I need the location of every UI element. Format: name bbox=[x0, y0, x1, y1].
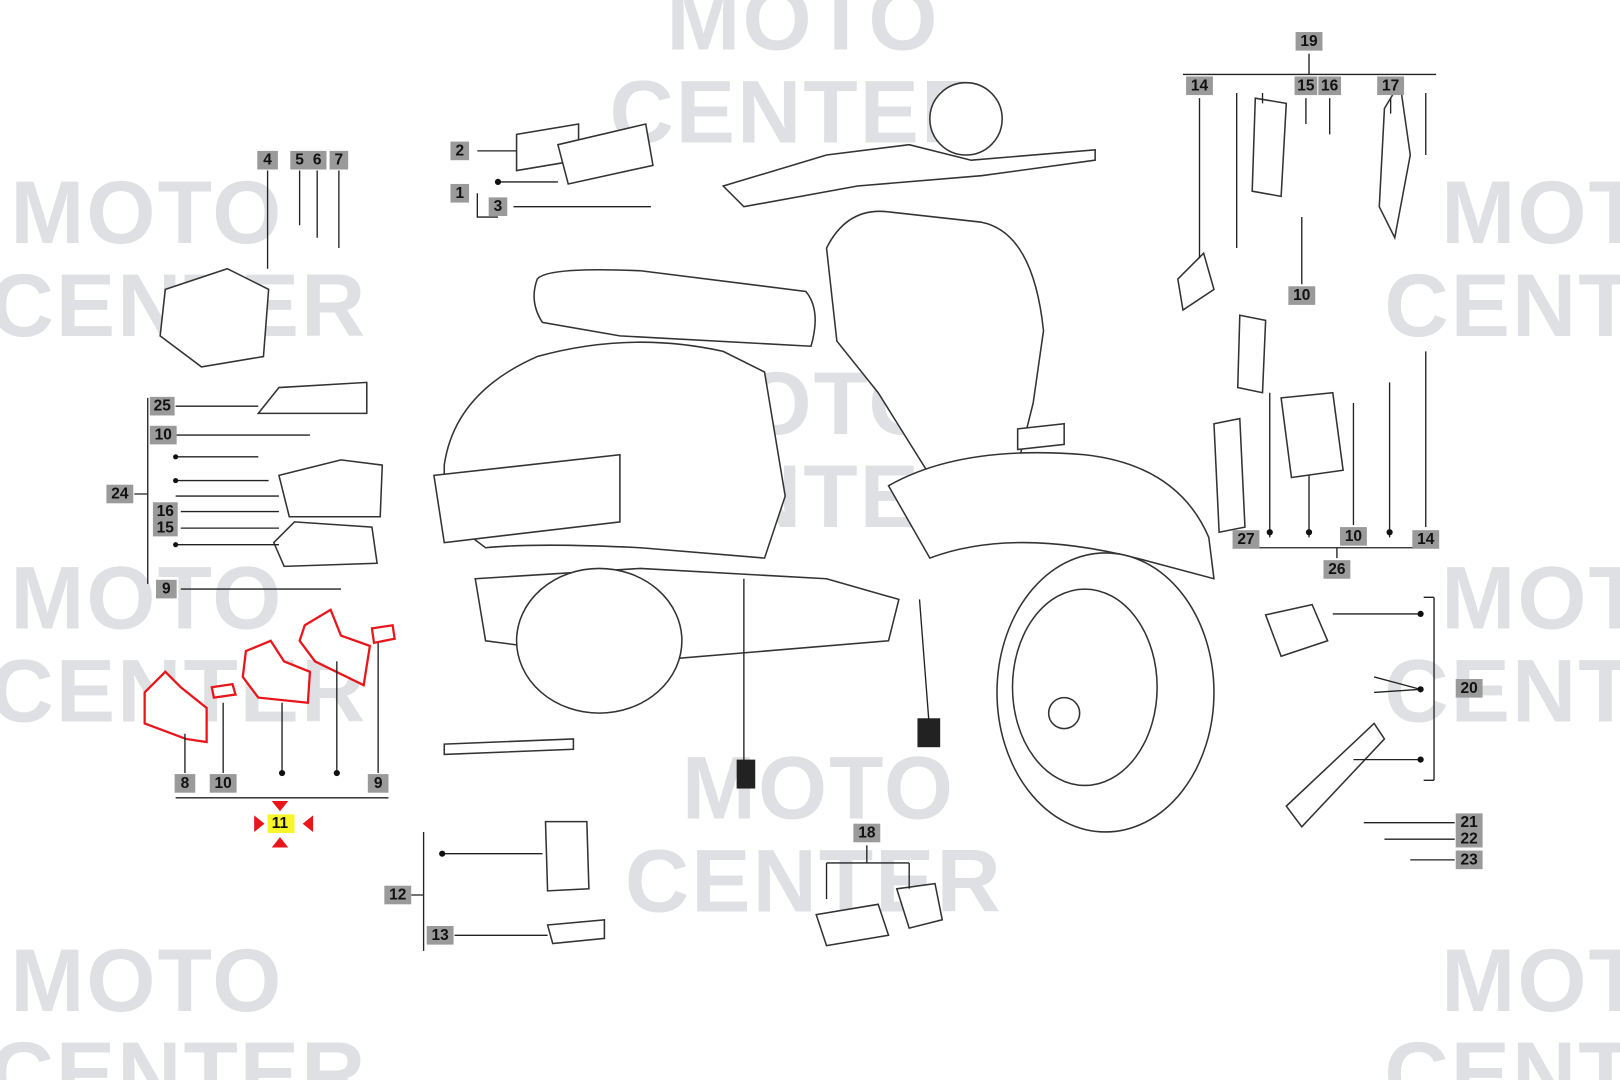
leader-lines bbox=[134, 53, 1455, 951]
arrow-up-icon bbox=[271, 837, 289, 848]
callout-14[interactable]: 14 bbox=[1412, 530, 1440, 549]
callout-26[interactable]: 26 bbox=[1323, 560, 1351, 579]
callout-9[interactable]: 9 bbox=[367, 774, 389, 793]
watermark-text: MOTO bbox=[10, 548, 283, 647]
watermark-text: CENTER bbox=[625, 832, 1003, 931]
arrow-left-icon bbox=[302, 815, 314, 832]
callout-text: 11 bbox=[272, 815, 289, 832]
callout-text: 10 bbox=[215, 775, 232, 792]
watermark-text: MOTO bbox=[1441, 163, 1620, 262]
callout-14[interactable]: 14 bbox=[1186, 76, 1213, 96]
callout-text: 10 bbox=[1345, 528, 1362, 545]
scooter-illustration bbox=[433, 81, 1215, 833]
callout-text: 20 bbox=[1461, 680, 1478, 697]
callout-13[interactable]: 13 bbox=[426, 926, 454, 945]
callout-11-selected[interactable]: 11 bbox=[254, 800, 314, 848]
callout-19[interactable]: 19 bbox=[1295, 32, 1323, 51]
callout-text: 24 bbox=[111, 486, 129, 503]
watermark-text: CENTER bbox=[0, 1024, 367, 1080]
callout-text: 16 bbox=[157, 503, 175, 520]
callout-text: 19 bbox=[1300, 33, 1318, 50]
selected-part-11-drawing[interactable] bbox=[143, 608, 396, 744]
callout-text: 22 bbox=[1461, 831, 1478, 848]
callout-text: 26 bbox=[1328, 561, 1346, 578]
callout-27[interactable]: 27 bbox=[1232, 530, 1260, 549]
callout-23[interactable]: 23 bbox=[1455, 850, 1483, 870]
callout-text: 15 bbox=[157, 520, 175, 537]
callout-text: 2 bbox=[455, 142, 464, 159]
watermark-text: MOTO bbox=[666, 0, 939, 69]
regulator-drawing bbox=[159, 267, 270, 368]
watermark-text: MOTO bbox=[682, 739, 955, 838]
callout-text: 15 bbox=[1297, 77, 1315, 94]
callout-17[interactable]: 17 bbox=[1377, 76, 1405, 96]
watermark-text: MOTO bbox=[1441, 931, 1620, 1030]
arrow-right-icon bbox=[254, 815, 265, 832]
callout-text: 1 bbox=[455, 185, 464, 202]
callout-3[interactable]: 3 bbox=[488, 197, 508, 216]
callout-text: 21 bbox=[1461, 814, 1479, 831]
watermark-text: CENTER bbox=[1384, 1024, 1620, 1080]
callout-text: 8 bbox=[181, 775, 190, 792]
callout-text: 6 bbox=[313, 152, 322, 169]
arrow-down-icon bbox=[271, 800, 289, 812]
callout-text: 17 bbox=[1382, 77, 1399, 94]
callout-text: 4 bbox=[263, 152, 272, 169]
callout-15[interactable]: 15 bbox=[1294, 76, 1318, 96]
callout-2[interactable]: 2 bbox=[450, 141, 470, 161]
callout-7[interactable]: 7 bbox=[329, 150, 349, 170]
watermark-text: MOTO bbox=[1441, 548, 1620, 647]
callout-8[interactable]: 8 bbox=[174, 774, 196, 793]
callout-6[interactable]: 6 bbox=[307, 150, 327, 170]
leader-dots bbox=[173, 178, 1424, 857]
callout-10[interactable]: 10 bbox=[209, 774, 237, 793]
callout-16[interactable]: 16 bbox=[1318, 76, 1342, 96]
watermark-text: CENTER bbox=[1384, 256, 1620, 355]
callout-21[interactable]: 21 bbox=[1455, 813, 1483, 831]
callout-text: 14 bbox=[1191, 77, 1209, 94]
callout-text: 5 bbox=[295, 152, 304, 169]
callout-10[interactable]: 10 bbox=[1340, 527, 1367, 546]
part-drawings bbox=[159, 80, 1412, 947]
callout-4[interactable]: 4 bbox=[257, 150, 278, 170]
callout-labels: 4 5 6 7 2 1 3 25 10 24 16 15 9 8 10 9 11… bbox=[106, 32, 1483, 945]
callout-text: 9 bbox=[162, 581, 171, 598]
callout-1[interactable]: 1 bbox=[450, 183, 470, 203]
callout-18[interactable]: 18 bbox=[853, 823, 881, 843]
callout-text: 16 bbox=[1321, 77, 1339, 94]
callout-20[interactable]: 20 bbox=[1455, 679, 1483, 698]
callout-text: 23 bbox=[1461, 851, 1479, 868]
callout-text: 25 bbox=[154, 398, 172, 415]
watermark-text: CENTER bbox=[1384, 641, 1620, 740]
callout-text: 3 bbox=[494, 198, 503, 215]
callout-10[interactable]: 10 bbox=[1288, 286, 1316, 305]
callout-text: 10 bbox=[155, 427, 172, 444]
callout-5[interactable]: 5 bbox=[290, 150, 309, 170]
callout-15[interactable]: 15 bbox=[152, 518, 178, 537]
watermark-text: MOTO bbox=[10, 163, 283, 262]
callout-9[interactable]: 9 bbox=[156, 579, 177, 599]
callout-text: 14 bbox=[1417, 531, 1435, 548]
callout-12[interactable]: 12 bbox=[384, 885, 412, 905]
callout-text: 12 bbox=[389, 887, 406, 904]
callout-25[interactable]: 25 bbox=[149, 396, 175, 416]
callout-22[interactable]: 22 bbox=[1455, 829, 1483, 848]
watermark-text: MOTO bbox=[10, 931, 283, 1030]
callout-text: 18 bbox=[858, 824, 876, 841]
callout-text: 27 bbox=[1237, 531, 1254, 548]
callout-16[interactable]: 16 bbox=[152, 502, 178, 520]
callout-text: 13 bbox=[432, 927, 450, 944]
callout-text: 7 bbox=[335, 152, 344, 169]
callout-24[interactable]: 24 bbox=[106, 484, 134, 504]
watermark-text: CENTER bbox=[610, 63, 988, 162]
callout-text: 10 bbox=[1293, 287, 1310, 304]
callout-10[interactable]: 10 bbox=[149, 425, 177, 445]
callout-text: 9 bbox=[374, 775, 383, 792]
